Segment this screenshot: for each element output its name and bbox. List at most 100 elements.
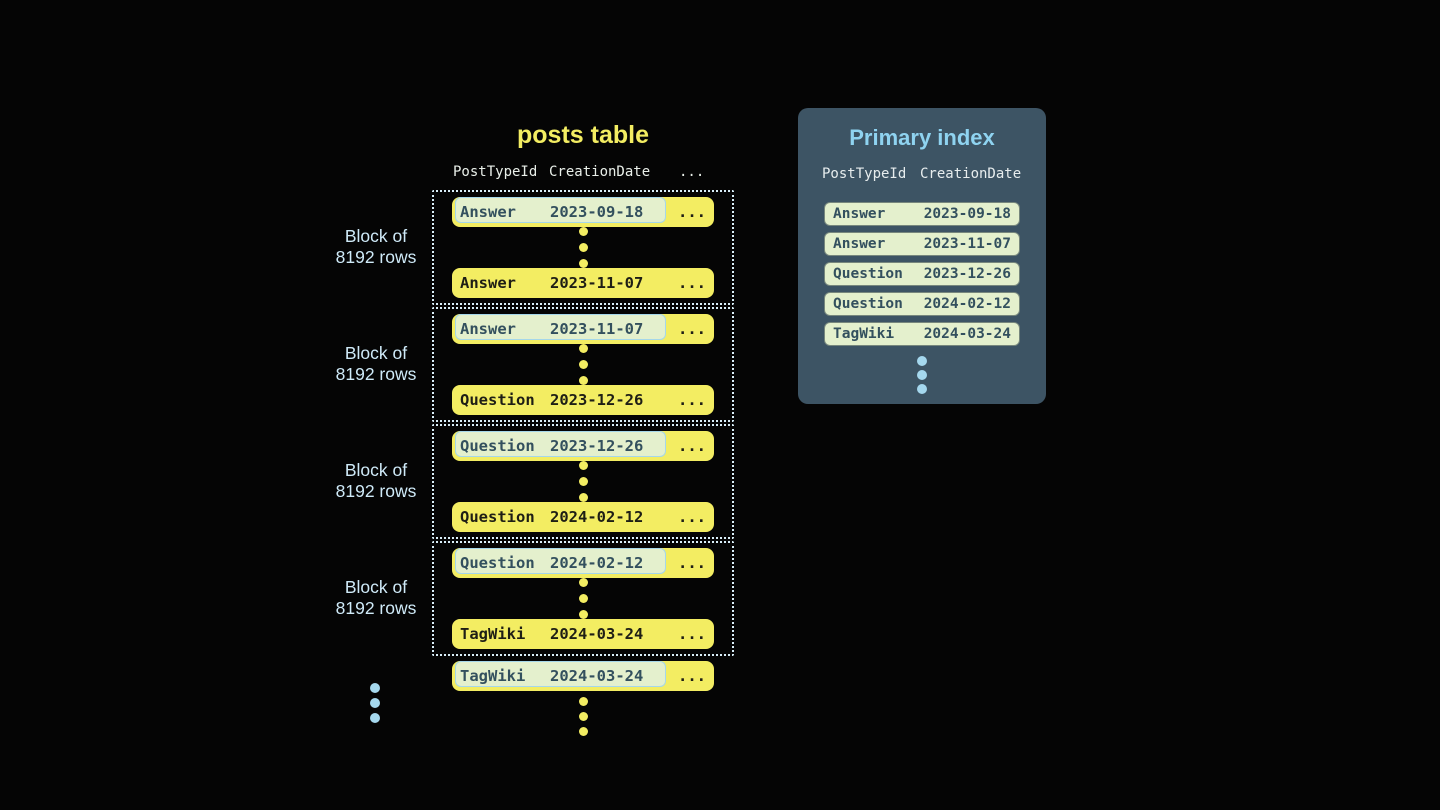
table-row: Answer 2023-11-07 ...	[452, 314, 714, 344]
primary-index-rows: Answer 2023-09-18 Answer 2023-11-07 Ques…	[824, 202, 1046, 346]
dot-icon	[578, 376, 588, 385]
block-label-line2: 8192 rows	[335, 247, 417, 267]
entry-creationdate: 2023-12-26	[923, 266, 1011, 282]
block-label-line1: Block of	[344, 343, 408, 363]
column-header-creationdate: CreationDate	[549, 164, 651, 180]
dot-icon	[578, 578, 588, 587]
more-rows-ellipsis-dots	[452, 697, 714, 736]
column-header-posttypeid: PostTypeId	[453, 164, 538, 180]
dot-icon	[578, 697, 588, 706]
dot-icon	[578, 360, 588, 369]
row-more-columns: ...	[678, 203, 706, 221]
index-entry: Question 2023-12-26	[824, 262, 1020, 286]
dot-icon	[578, 727, 588, 736]
row-creationdate: 2024-02-12	[550, 508, 644, 526]
hidden-rows-ellipsis-dots	[452, 578, 714, 619]
row-more-columns: ...	[678, 320, 706, 338]
table-row: Question 2023-12-26 ...	[452, 431, 714, 461]
dot-icon	[917, 384, 927, 394]
row-creationdate: 2023-12-26	[550, 391, 644, 409]
row-more-columns: ...	[678, 667, 706, 685]
block-size-label: Block of 8192 rows	[316, 343, 436, 385]
row-more-columns: ...	[678, 274, 706, 292]
row-posttypeid: Question	[460, 391, 535, 409]
entry-creationdate: 2023-11-07	[923, 236, 1011, 252]
index-entry-highlight	[455, 197, 666, 223]
row-creationdate: 2024-03-24	[550, 667, 644, 685]
column-header-more: ...	[679, 164, 705, 180]
block-label-line2: 8192 rows	[335, 481, 417, 501]
row-creationdate: 2023-12-26	[550, 437, 644, 455]
dot-icon	[578, 344, 588, 353]
block-size-label: Block of 8192 rows	[316, 577, 436, 619]
table-row: Question 2023-12-26 ...	[452, 385, 714, 415]
row-block-4: Question 2024-02-12 ... TagWiki 2024-03-…	[432, 541, 734, 656]
table-row: TagWiki 2024-03-24 ...	[452, 661, 714, 691]
row-creationdate: 2023-11-07	[550, 320, 644, 338]
dot-icon	[578, 259, 588, 268]
index-entry: TagWiki 2024-03-24	[824, 322, 1020, 346]
row-more-columns: ...	[678, 625, 706, 643]
posts-table-headers: PostTypeId CreationDate ...	[432, 164, 734, 182]
entry-creationdate: 2024-03-24	[923, 326, 1011, 342]
row-creationdate: 2023-11-07	[550, 274, 644, 292]
hidden-rows-ellipsis-dots	[452, 344, 714, 385]
primary-index-panel: Primary index PostTypeId CreationDate An…	[798, 108, 1046, 404]
row-posttypeid: TagWiki	[460, 625, 526, 643]
entry-posttypeid: TagWiki	[833, 326, 895, 342]
more-index-entries-ellipsis-dots	[798, 356, 1046, 394]
dot-icon	[917, 370, 927, 380]
entry-posttypeid: Question	[833, 296, 903, 312]
primary-index-title: Primary index	[849, 125, 995, 150]
row-block-1: Answer 2023-09-18 ... Answer 2023-11-07 …	[432, 190, 734, 305]
row-creationdate: 2024-03-24	[550, 625, 644, 643]
entry-creationdate: 2024-02-12	[923, 296, 1011, 312]
row-block-2: Answer 2023-11-07 ... Question 2023-12-2…	[432, 307, 734, 422]
block-label-line1: Block of	[344, 460, 408, 480]
entry-posttypeid: Question	[833, 266, 903, 282]
dot-icon	[578, 712, 588, 721]
dot-icon	[917, 356, 927, 366]
row-posttypeid: Answer	[460, 274, 516, 292]
block-label-line1: Block of	[344, 577, 408, 597]
dot-icon	[578, 227, 588, 236]
dot-icon	[578, 493, 588, 502]
dot-icon	[370, 713, 380, 723]
index-entry-highlight	[455, 431, 666, 457]
dot-icon	[370, 683, 380, 693]
row-more-columns: ...	[678, 391, 706, 409]
posts-table: posts table PostTypeId CreationDate ... …	[432, 120, 734, 736]
table-row: Question 2024-02-12 ...	[452, 548, 714, 578]
dot-icon	[370, 698, 380, 708]
posts-table-title: posts table	[517, 121, 649, 149]
table-row: Answer 2023-11-07 ...	[452, 268, 714, 298]
row-creationdate: 2024-02-12	[550, 554, 644, 572]
dot-icon	[578, 461, 588, 470]
block-label-line1: Block of	[344, 226, 408, 246]
primary-index-headers: PostTypeId CreationDate	[798, 166, 1046, 184]
dot-icon	[578, 594, 588, 603]
row-more-columns: ...	[678, 437, 706, 455]
more-blocks-ellipsis-dots	[370, 683, 380, 723]
row-posttypeid: Question	[460, 554, 535, 572]
row-posttypeid: Question	[460, 437, 535, 455]
row-posttypeid: Question	[460, 508, 535, 526]
entry-creationdate: 2023-09-18	[923, 206, 1011, 222]
entry-posttypeid: Answer	[833, 206, 886, 222]
index-entry: Question 2024-02-12	[824, 292, 1020, 316]
row-posttypeid: Answer	[460, 203, 516, 221]
index-entry-highlight	[455, 314, 666, 340]
dot-icon	[578, 243, 588, 252]
hidden-rows-ellipsis-dots	[452, 461, 714, 502]
row-posttypeid: Answer	[460, 320, 516, 338]
index-entry-highlight	[455, 548, 666, 574]
block-size-label: Block of 8192 rows	[316, 460, 436, 502]
row-posttypeid: TagWiki	[460, 667, 526, 685]
dot-icon	[578, 610, 588, 619]
index-entry: Answer 2023-09-18	[824, 202, 1020, 226]
column-header-creationdate: CreationDate	[920, 166, 1022, 182]
dot-icon	[578, 477, 588, 486]
block-label-line2: 8192 rows	[335, 598, 417, 618]
block-label-line2: 8192 rows	[335, 364, 417, 384]
row-creationdate: 2023-09-18	[550, 203, 644, 221]
